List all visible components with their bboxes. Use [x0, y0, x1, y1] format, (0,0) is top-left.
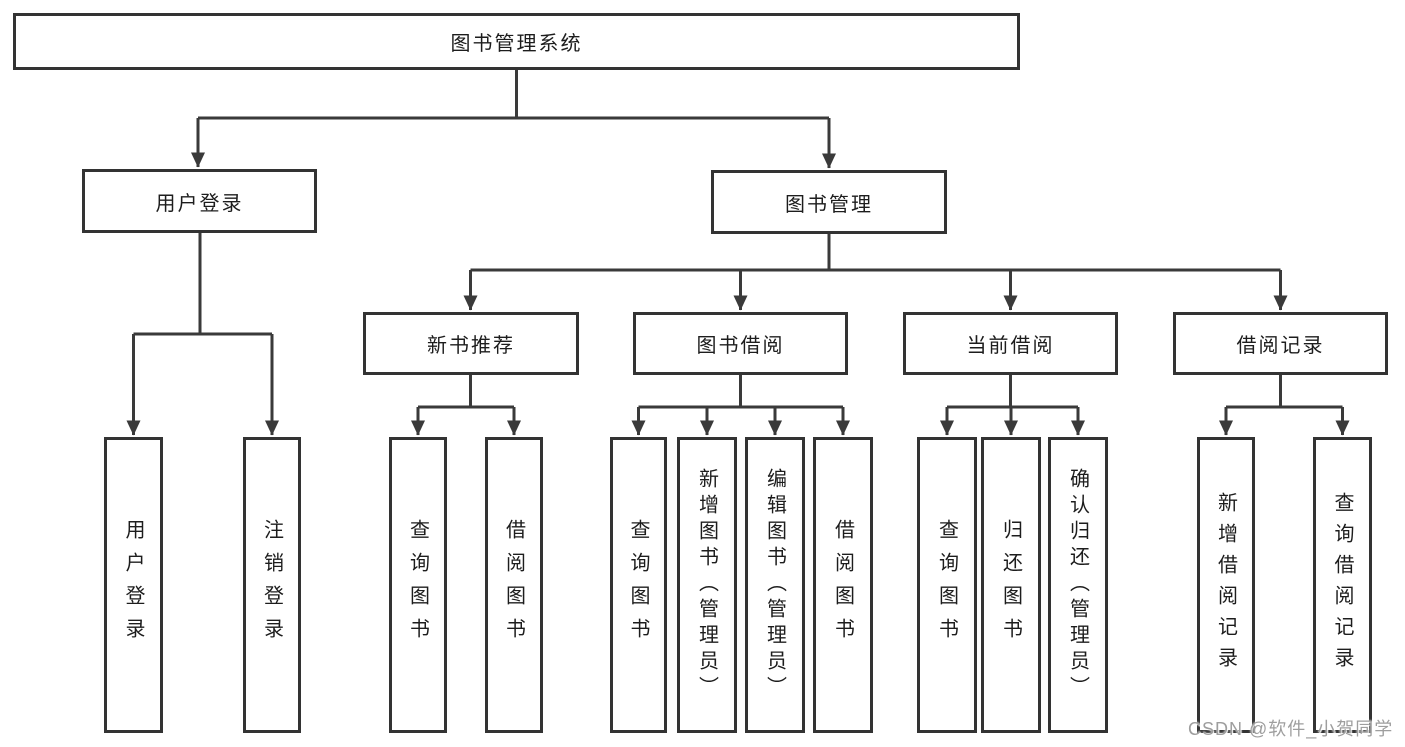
node-label: 图书借阅 — [696, 335, 785, 357]
node-label: 借阅图书 — [502, 519, 525, 651]
leaf-borrow-books: 借阅图书 — [813, 437, 873, 733]
leaf-query-books-borrow: 查询图书 — [610, 437, 667, 733]
leaf-user-login: 用户登录 — [104, 437, 163, 733]
node-label: 查询图书 — [935, 519, 958, 651]
leaf-query-books-recommend: 查询图书 — [389, 437, 447, 733]
csdn-watermark: CSDN @软件_小贺同学 — [1188, 719, 1394, 739]
node-label: 当前借阅 — [966, 335, 1055, 357]
leaf-edit-books-admin: 编辑图书（管理员） — [745, 437, 805, 733]
node-user-login: 用户登录 — [82, 169, 317, 233]
node-label: 查询图书 — [406, 519, 429, 651]
node-book-borrow: 图书借阅 — [633, 312, 848, 375]
node-label: 确认归还（管理员） — [1066, 468, 1089, 702]
node-label: 借阅记录 — [1236, 335, 1325, 357]
node-label: 归还图书 — [999, 519, 1022, 651]
node-library-system: 图书管理系统 — [13, 13, 1020, 70]
node-new-book-recommend: 新书推荐 — [363, 312, 579, 375]
node-label: 新增图书（管理员） — [695, 468, 718, 702]
leaf-query-books-current: 查询图书 — [917, 437, 977, 733]
node-label: 借阅图书 — [831, 519, 854, 651]
leaf-return-books: 归还图书 — [981, 437, 1041, 733]
node-label: 新书推荐 — [427, 335, 515, 357]
node-current-borrow: 当前借阅 — [903, 312, 1118, 375]
node-label: 图书管理 — [785, 193, 873, 216]
node-book-management: 图书管理 — [711, 170, 947, 234]
leaf-query-borrow-record: 查询借阅记录 — [1313, 437, 1372, 733]
node-label: 注销登录 — [260, 519, 283, 651]
leaf-logout: 注销登录 — [243, 437, 301, 733]
node-label: 用户登录 — [122, 519, 144, 651]
leaf-add-borrow-record: 新增借阅记录 — [1197, 437, 1255, 733]
node-label: 新增借阅记录 — [1214, 492, 1237, 678]
leaf-add-books-admin: 新增图书（管理员） — [677, 437, 737, 733]
node-label: 编辑图书（管理员） — [763, 468, 786, 702]
node-label: 查询图书 — [627, 519, 649, 651]
node-label: 查询借阅记录 — [1331, 492, 1353, 678]
leaf-borrow-books-recommend: 借阅图书 — [485, 437, 543, 733]
leaf-confirm-return-admin: 确认归还（管理员） — [1048, 437, 1108, 733]
node-label: 用户登录 — [155, 192, 244, 215]
node-label: 图书管理系统 — [450, 33, 583, 55]
node-borrow-records: 借阅记录 — [1173, 312, 1388, 375]
